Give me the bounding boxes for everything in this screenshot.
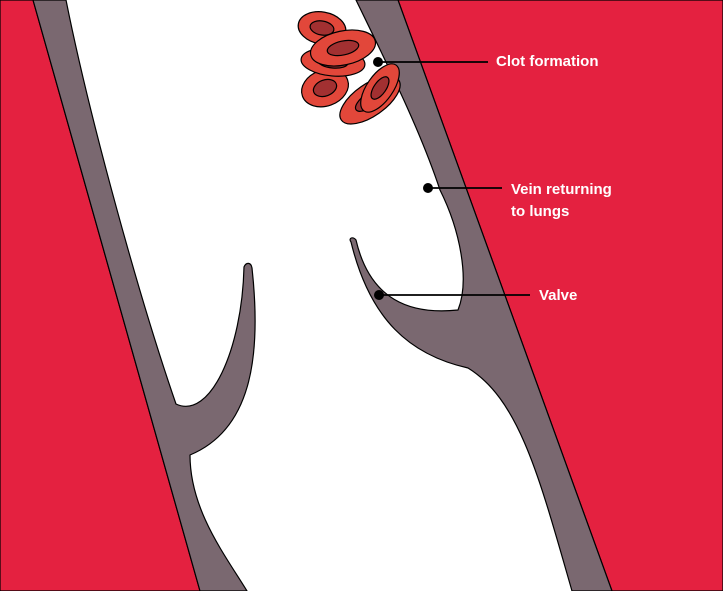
valve-callout: [374, 290, 530, 300]
red-blood-cell: [309, 29, 377, 67]
vein-callout: [423, 183, 502, 193]
red-blood-cell: [301, 68, 349, 108]
clot-callout: [373, 57, 488, 67]
red-blood-cell: [360, 63, 400, 113]
left-tissue: [0, 0, 201, 591]
clot-cluster: [297, 11, 401, 125]
valve-label: Valve: [539, 287, 578, 304]
clot-formation-label: Clot formation: [496, 53, 599, 70]
left-vein-wall: [32, 0, 256, 591]
vein-returning-label: Vein returning to lungs: [511, 181, 612, 220]
